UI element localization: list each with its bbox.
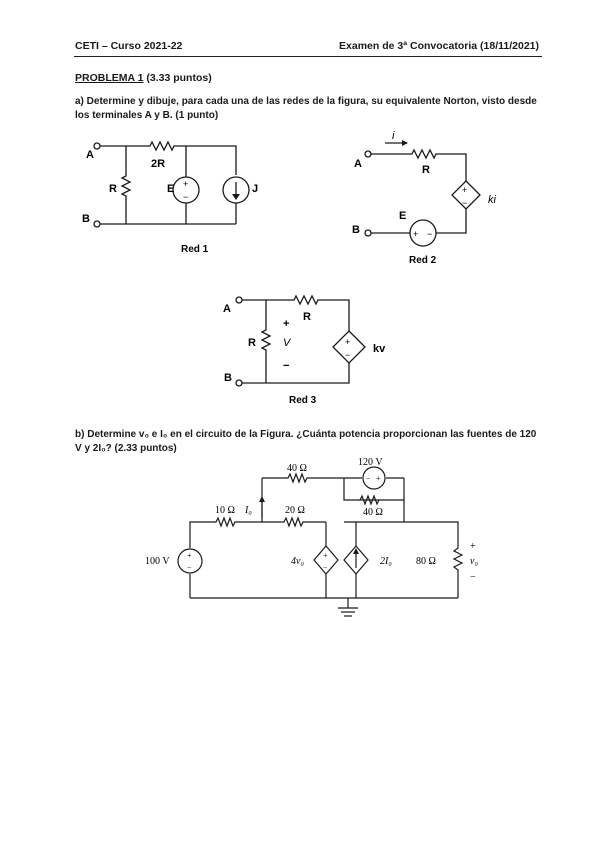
label-20-ohm: 20 Ω	[285, 505, 305, 516]
vo-minus: −	[470, 572, 476, 583]
label-80-ohm: 80 Ω	[416, 556, 436, 567]
label-120v: 120 V	[358, 457, 383, 468]
source-120v	[362, 466, 386, 490]
header-exam-date: Examen de 3ª Convocatoria (18/11/2021)	[339, 40, 539, 52]
header-rule	[74, 56, 542, 57]
red2-label-a: A	[354, 158, 362, 170]
red2-caption: Red 2	[409, 255, 437, 266]
red2-label-r: R	[422, 164, 430, 176]
red1-label-b: B	[82, 213, 90, 225]
red2-e-plus: +	[413, 229, 418, 239]
part-a-statement: a) Determine y dibuje, para cada una de …	[75, 96, 537, 121]
red3-caption: Red 3	[289, 395, 317, 406]
label-vo: v₀	[470, 556, 478, 567]
red2-minus: −	[462, 198, 467, 208]
header-course: CETI – Curso 2021-22	[75, 40, 183, 52]
red1-label-r: R	[109, 183, 117, 195]
red3-label-kv: kv	[373, 343, 386, 355]
red2-label-b: B	[352, 224, 360, 236]
red1-minus: −	[183, 192, 188, 202]
part-b-statement: b) Determine v₀ e I₀ en el circuito de l…	[75, 429, 537, 454]
red3-src-plus: +	[345, 337, 350, 347]
red2-label-ki: ki	[488, 194, 497, 206]
v120-minus: −	[366, 474, 371, 483]
red3-src-minus: −	[345, 350, 350, 360]
label-40-top: 40 Ω	[287, 463, 307, 474]
label-10-ohm: 10 Ω	[215, 505, 235, 516]
red3-label-v: V	[283, 337, 292, 349]
label-100v: 100 V	[145, 556, 170, 567]
label-40-small: 40 Ω	[363, 507, 383, 518]
red2-label-e: E	[399, 210, 406, 222]
label-io: I₀	[244, 505, 252, 516]
red3-v-minus: −	[283, 360, 289, 372]
label-2io: 2I₀	[380, 556, 392, 567]
red2-e-minus: −	[427, 229, 432, 239]
v100-minus: −	[187, 563, 192, 572]
problem-title: PROBLEMA 1 (3.33 puntos)	[75, 72, 212, 84]
red3-label-b: B	[224, 372, 232, 384]
vo-plus: +	[470, 541, 476, 552]
source-100v	[177, 548, 203, 574]
red1-label-2r: 2R	[151, 158, 165, 170]
red1-label-a: A	[86, 149, 94, 161]
red3-label-r-top: R	[303, 311, 311, 323]
red1-label-e: E	[167, 183, 174, 195]
red1-caption: Red 1	[181, 244, 209, 255]
v120-plus: +	[376, 474, 381, 483]
red2-plus: +	[462, 185, 467, 195]
red3-label-r-left: R	[248, 337, 256, 349]
v100-plus: +	[187, 551, 192, 560]
problem-title-label: PROBLEMA 1	[75, 72, 144, 84]
red1-plus: +	[183, 179, 188, 189]
red1-label-j: J	[252, 183, 258, 195]
red3-label-a: A	[223, 303, 231, 315]
dep-v-plus: +	[323, 551, 328, 560]
red3-v-plus: +	[283, 318, 289, 330]
dep-v-minus: −	[323, 563, 328, 572]
red2-label-i: i	[392, 130, 395, 142]
label-4vo: 4v₀	[291, 556, 304, 567]
problem-title-points: (3.33 puntos)	[143, 72, 212, 84]
